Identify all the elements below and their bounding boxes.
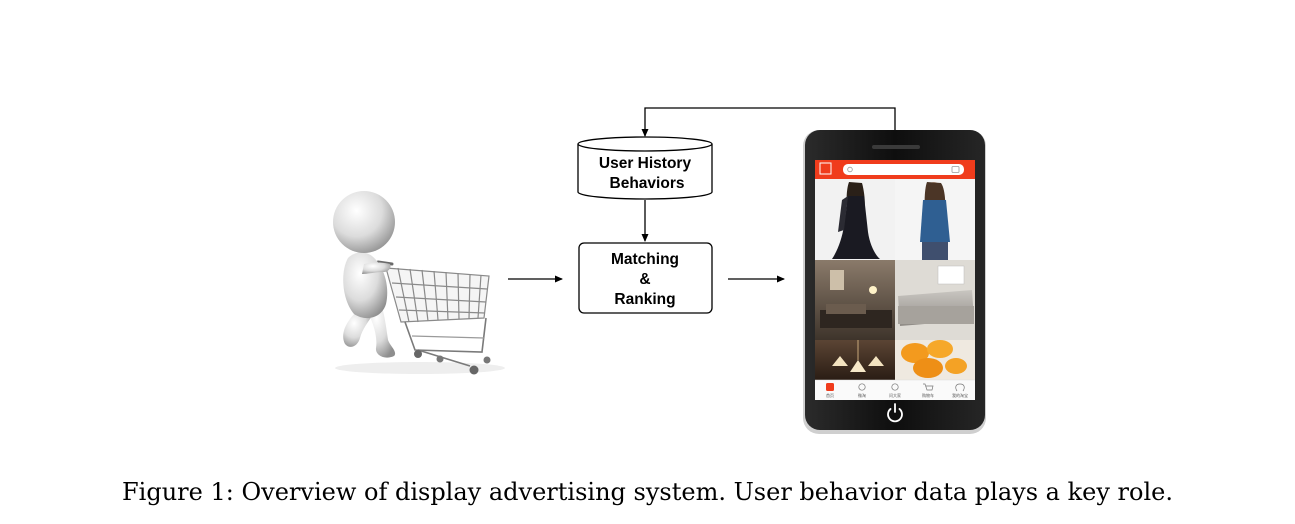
matching-box-line3: Ranking [614,291,675,308]
3d-person-figure [333,191,396,358]
product-tile-mangoes[interactable] [895,340,975,380]
product-tile-chandelier[interactable] [815,340,895,380]
tab-community-label: 微淘 [858,392,866,398]
tab-home-label: 首页 [826,392,834,398]
scan-icon [819,162,832,175]
camera-icon [951,166,960,173]
flow-arrows [508,107,896,283]
shopping-cart-icon [376,260,490,367]
profile-icon [955,383,965,392]
phone-screen: 首页 微淘 问大家 购物车 我的淘宝 [815,160,975,400]
cart-icon [923,383,934,391]
product-tile-living-room[interactable] [815,260,895,340]
bottom-tab-bar: 首页 微淘 问大家 购物车 我的淘宝 [815,379,975,400]
figure-caption: Figure 1: Overview of display advertisin… [0,478,1295,506]
history-box-line1: User History [599,155,692,172]
tab-community[interactable]: 微淘 [858,383,866,398]
broadcast-icon [858,383,866,391]
tab-cart-label: 购物车 [922,392,934,398]
tab-questions-label: 问大家 [889,392,901,398]
search-icon [847,166,853,173]
tab-profile-label: 我的淘宝 [952,392,968,398]
tab-profile[interactable]: 我的淘宝 [952,383,968,398]
home-icon [826,383,834,391]
matching-box-line2: & [639,271,650,288]
product-tile-denim-shirt[interactable] [895,179,975,260]
speaker-grille [872,145,920,149]
product-tile-dress[interactable] [815,179,895,260]
user-history-database: User History Behaviors [577,136,713,200]
question-icon [891,383,899,391]
user-with-cart-illustration [333,191,505,375]
figure-label: Figure 1: [122,478,234,506]
smartphone-illustration: 首页 微淘 问大家 购物车 我的淘宝 [803,130,986,434]
figure-caption-text: Overview of display advertising system. … [241,478,1173,506]
history-box-line2: Behaviors [610,175,685,192]
power-button-icon[interactable] [887,403,903,423]
tab-questions[interactable]: 问大家 [889,383,901,398]
arrow-phone-to-history [641,107,896,137]
product-tile-grey-sofa[interactable] [895,260,975,340]
matching-ranking-box: Matching & Ranking [578,242,713,314]
search-bar [843,164,964,175]
tab-home[interactable]: 首页 [826,383,834,398]
tab-cart[interactable]: 购物车 [922,383,934,398]
matching-box-line1: Matching [611,251,679,268]
